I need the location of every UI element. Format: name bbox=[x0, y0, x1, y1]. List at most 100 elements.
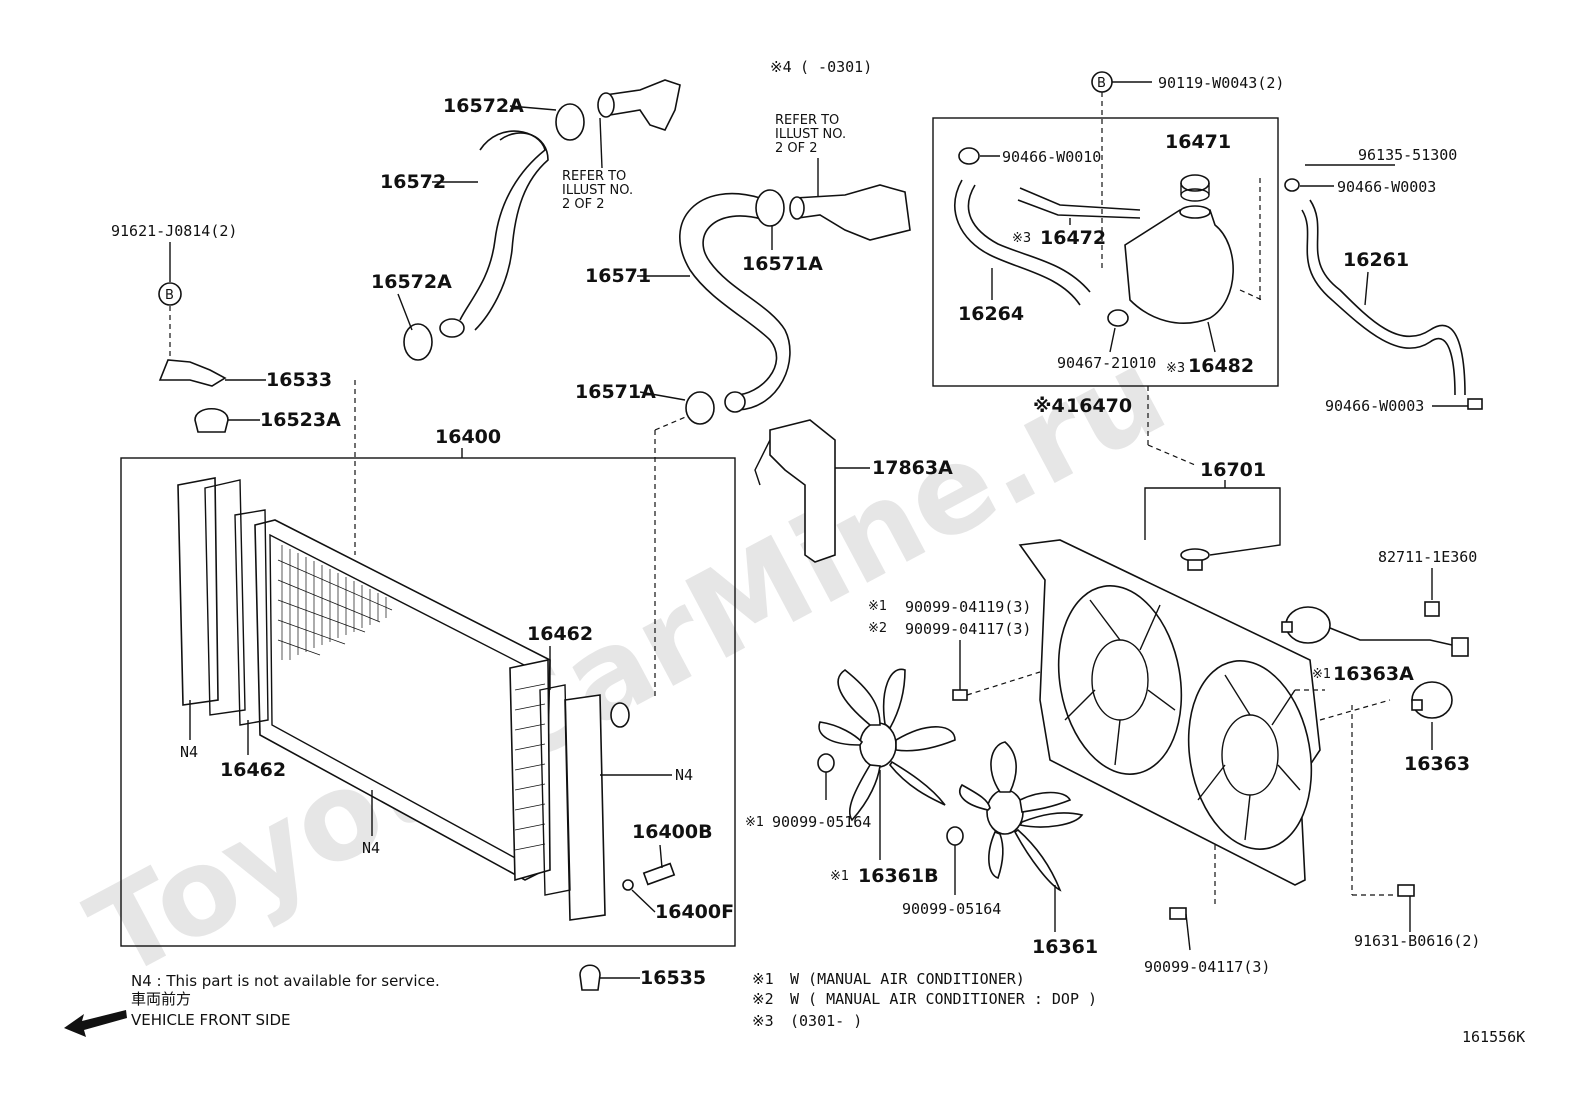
label-90119: 90119-W0043(2) bbox=[1158, 74, 1284, 92]
label-90099-04119: 90099-04119(3) bbox=[905, 598, 1031, 616]
label-17863a: 17863A bbox=[872, 457, 953, 479]
shroud-fan-ring-right bbox=[1187, 660, 1313, 850]
label-16400f: 16400F bbox=[655, 901, 734, 923]
drain-plug-16400b bbox=[642, 844, 676, 886]
marker-b-left bbox=[158, 282, 182, 306]
label-16571: 16571 bbox=[585, 265, 651, 287]
label-90099-05164-mid: 90099-05164 bbox=[902, 900, 1001, 918]
label-16264: 16264 bbox=[958, 303, 1024, 325]
label-16261: 16261 bbox=[1343, 249, 1409, 271]
cushion-16535 bbox=[579, 964, 601, 991]
label-16535: 16535 bbox=[640, 967, 706, 989]
label-16482-mark: ※3 bbox=[1166, 361, 1185, 376]
label-90099-04117-top: 90099-04117(3) bbox=[905, 620, 1031, 638]
clamp-16571a-mid bbox=[685, 391, 715, 425]
vehicle-front-jp: 車両前方 bbox=[131, 990, 191, 1008]
label-90466-w0003-a: 90466-W0003 bbox=[1337, 178, 1436, 196]
left-gasket-16462 bbox=[234, 509, 269, 726]
clip-90466-w0010 bbox=[958, 147, 980, 165]
label-n4-bottom: N4 bbox=[362, 839, 380, 857]
fan-motor-16363a bbox=[1281, 606, 1469, 657]
legend-2-text: W ( MANUAL AIR CONDITIONER : DOP ) bbox=[790, 990, 1097, 1008]
cushion-16523a bbox=[194, 407, 229, 433]
label-16572: 16572 bbox=[380, 171, 446, 193]
label-16572a-mid: 16572A bbox=[371, 271, 452, 293]
hose-16472 bbox=[1017, 187, 1141, 219]
header-note-mark: ※4 bbox=[770, 58, 792, 76]
legend-3-text: (0301- ) bbox=[790, 1012, 862, 1030]
label-90466-w0010: 90466-W0010 bbox=[1002, 148, 1101, 166]
label-82711: 82711-1E360 bbox=[1378, 548, 1477, 566]
label-16400b: 16400B bbox=[632, 821, 713, 843]
label-16472-mark: ※3 bbox=[1012, 231, 1031, 246]
water-outlet-pipe bbox=[794, 184, 911, 241]
legend-2-mark: ※2 bbox=[752, 990, 774, 1008]
upper-hose-group bbox=[403, 79, 681, 361]
label-90467: 90467-21010 bbox=[1057, 354, 1156, 372]
label-16400: 16400 bbox=[435, 426, 501, 448]
nut-90099-05164-mid bbox=[946, 826, 964, 846]
label-90099-05164-left: 90099-05164 bbox=[772, 813, 871, 831]
label-16482: 16482 bbox=[1188, 355, 1254, 377]
reservoir-tank-16482 bbox=[1124, 209, 1234, 324]
label-16363a-mark: ※1 bbox=[1312, 667, 1331, 682]
label-16470-mark: ※4 bbox=[1033, 395, 1065, 417]
refer-2-line3: 2 OF 2 bbox=[775, 141, 818, 156]
marker-b-right-text: B bbox=[1097, 76, 1106, 91]
shroud-fan-ring-left bbox=[1057, 585, 1183, 775]
radiator-assembly-box bbox=[120, 457, 736, 947]
left-tank bbox=[177, 477, 219, 706]
refer-2-line2: ILLUST NO. bbox=[775, 127, 846, 142]
fan-16361 bbox=[959, 741, 1084, 892]
label-n4-right: N4 bbox=[675, 766, 693, 784]
label-16533: 16533 bbox=[266, 369, 332, 391]
nut-90099-05164-left bbox=[817, 753, 835, 773]
legend-3-mark: ※3 bbox=[752, 1012, 774, 1030]
label-96135: 96135-51300 bbox=[1358, 146, 1457, 164]
diagram-id: 161556K bbox=[1462, 1028, 1525, 1046]
hose-16264 bbox=[967, 184, 1091, 293]
label-91621: 91621-J0814(2) bbox=[111, 222, 237, 240]
header-note-range: ( -0301) bbox=[800, 58, 872, 76]
legend-1-text: W (MANUAL AIR CONDITIONER) bbox=[790, 970, 1025, 988]
label-90466-w0003-b: 90466-W0003 bbox=[1325, 397, 1424, 415]
water-inlet-housing bbox=[604, 79, 681, 131]
clamp-16572a-mid bbox=[403, 323, 433, 361]
vehicle-front-arrow-icon bbox=[64, 1010, 127, 1037]
clamp-82711 bbox=[1424, 601, 1440, 617]
bracket-16533 bbox=[158, 359, 227, 387]
refer-2-line1: REFER TO bbox=[775, 113, 839, 128]
refer-1-line2: ILLUST NO. bbox=[562, 183, 633, 198]
label-16571a-top: 16571A bbox=[742, 253, 823, 275]
o-ring-16400f bbox=[622, 879, 634, 891]
label-16363: 16363 bbox=[1404, 753, 1470, 775]
label-90099-04119-mark: ※1 bbox=[868, 599, 887, 614]
label-16523a: 16523A bbox=[260, 409, 341, 431]
label-16361b-mark: ※1 bbox=[830, 869, 849, 884]
lower-hose-group bbox=[679, 184, 911, 425]
watermark: ToyotaCarMine.ru bbox=[68, 323, 1187, 1006]
clamp-16572a-top bbox=[555, 103, 585, 141]
reservoir-assembly-box bbox=[932, 117, 1279, 387]
clip-90466-w0003-b bbox=[1467, 398, 1483, 410]
label-16471: 16471 bbox=[1165, 131, 1231, 153]
clip-90466-w0003-a bbox=[1284, 178, 1300, 192]
bolt-91631 bbox=[1397, 884, 1415, 897]
fan-16361b bbox=[818, 668, 956, 822]
right-tank bbox=[564, 694, 606, 921]
clip-90467 bbox=[1107, 309, 1129, 327]
right-gasket-16462 bbox=[539, 684, 571, 896]
vehicle-front-label: VEHICLE FRONT SIDE bbox=[131, 1011, 291, 1029]
label-16571a-mid: 16571A bbox=[575, 381, 656, 403]
refer-1-line3: 2 OF 2 bbox=[562, 197, 605, 212]
label-16701: 16701 bbox=[1200, 459, 1266, 481]
label-90099-04117-bottom: 90099-04117(3) bbox=[1144, 958, 1270, 976]
refer-1-line1: REFER TO bbox=[562, 169, 626, 184]
label-16472: 16472 bbox=[1040, 227, 1106, 249]
clamp-16571a-top bbox=[755, 189, 785, 227]
label-16470: 16470 bbox=[1066, 395, 1132, 417]
label-n4-left: N4 bbox=[180, 743, 198, 761]
n4-note: N4 : This part is not available for serv… bbox=[131, 972, 440, 990]
label-16462-right: 16462 bbox=[527, 623, 593, 645]
